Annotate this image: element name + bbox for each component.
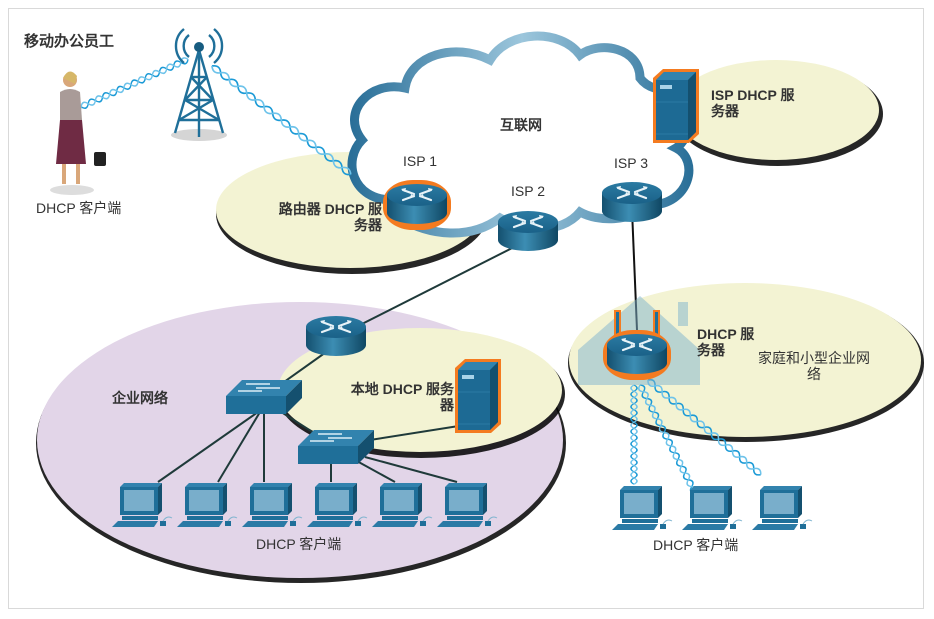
local-dhcp-server-label-line2: 器 <box>440 397 454 413</box>
pc-icon[interactable] <box>681 485 743 531</box>
router-dhcp-server-label-line1: 路由器 DHCP 服 <box>278 201 382 217</box>
switch-1-icon[interactable] <box>225 379 303 415</box>
pc-icon[interactable] <box>751 485 813 531</box>
switch-2-icon[interactable] <box>297 429 375 465</box>
home-wireless-router-icon[interactable] <box>603 310 671 380</box>
isp2-label: ISP 2 <box>511 183 545 199</box>
isp1-router-icon[interactable] <box>383 180 451 230</box>
mobile-worker-icon <box>50 71 106 195</box>
mobile-worker-title: 移动办公员工 <box>24 33 115 50</box>
mobile-client-label: DHCP 客户端 <box>36 200 122 216</box>
home-client-label: DHCP 客户端 <box>653 537 739 553</box>
isp3-label: ISP 3 <box>614 155 648 171</box>
cell-tower-icon <box>171 28 227 141</box>
isp3-router-icon[interactable] <box>600 180 664 224</box>
home-network-label-line2: 络 <box>807 366 821 382</box>
internet-label: 互联网 <box>500 117 542 133</box>
isp-dhcp-server-label-line1: ISP DHCP 服 <box>711 87 795 103</box>
link-isp2-enterprise-router <box>349 239 529 331</box>
router-dhcp-server-label-line2: 务器 <box>354 217 382 233</box>
enterprise-network-label: 企业网络 <box>112 390 168 406</box>
enterprise-client-label: DHCP 客户端 <box>256 536 342 552</box>
enterprise-router-icon[interactable] <box>304 314 368 358</box>
home-network-label-line1: 家庭和小型企业网 <box>758 350 870 366</box>
home-dhcp-server-label-line1: DHCP 服 <box>697 326 755 342</box>
isp2-router-icon[interactable] <box>496 209 560 253</box>
isp1-label: ISP 1 <box>403 153 437 169</box>
home-dhcp-server-label-line2: 务器 <box>697 342 725 358</box>
isp-dhcp-server-label-line2: 务器 <box>711 103 739 119</box>
isp-server-zone <box>673 60 883 166</box>
isp-dhcp-server-icon[interactable] <box>653 69 699 143</box>
local-dhcp-server-label-line1: 本地 DHCP 服务 <box>350 381 454 397</box>
local-dhcp-server-icon[interactable] <box>455 359 501 433</box>
pc-icon[interactable] <box>611 485 673 531</box>
link-switch2-server <box>369 424 466 441</box>
home-pcs <box>611 485 813 531</box>
